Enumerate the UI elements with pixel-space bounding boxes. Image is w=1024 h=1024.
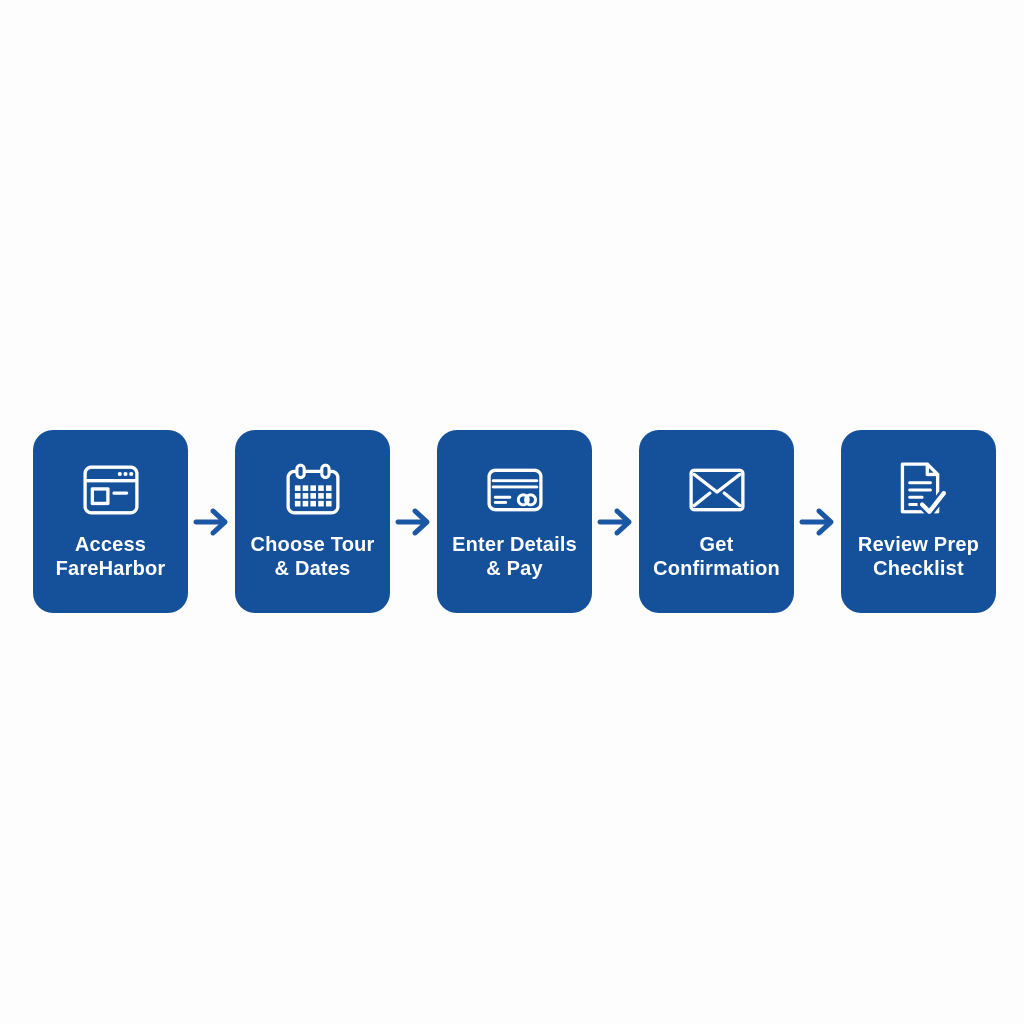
- flow-step: Enter Details & Pay: [437, 430, 592, 613]
- browser-window-icon: [82, 462, 140, 518]
- flow-step-label-line2: Checklist: [873, 558, 964, 580]
- envelope-icon: [688, 462, 746, 518]
- flow-step-label-line1: Access: [74, 534, 147, 556]
- flow-step-label: Review Prep Checklist: [858, 533, 979, 581]
- flow-step-label-line2: & Pay: [486, 558, 543, 580]
- flow-step-label-line2: & Dates: [274, 558, 351, 580]
- flow-step: Review Prep Checklist: [841, 430, 996, 613]
- arrow-right-icon: [794, 430, 841, 613]
- flow-step: Access FareHarbor: [33, 430, 188, 613]
- flow-row: Access FareHarbor Choose Tour & Date: [33, 430, 996, 613]
- flow-step-label: Choose Tour & Dates: [250, 533, 374, 581]
- arrow-right-icon: [390, 430, 437, 613]
- arrow-right-icon: [188, 430, 235, 613]
- flow-step-label-line1: Enter Details: [452, 534, 577, 556]
- flow-step-label: Access FareHarbor: [56, 533, 166, 581]
- flow-step-label: Get Confirmation: [653, 533, 780, 581]
- flow-step-label-line1: Choose Tour: [250, 534, 375, 556]
- flow-step-label: Enter Details & Pay: [452, 533, 577, 581]
- flow-step: Choose Tour & Dates: [235, 430, 390, 613]
- flow-step-label-line1: Get: [699, 534, 734, 556]
- credit-card-icon: [486, 462, 544, 518]
- flow-step-label-line2: FareHarbor: [55, 558, 166, 580]
- calendar-icon: [284, 462, 342, 518]
- checklist-document-icon: [890, 462, 948, 518]
- arrow-right-icon: [592, 430, 639, 613]
- flow-step-label-line2: Confirmation: [653, 558, 780, 580]
- flow-step: Get Confirmation: [639, 430, 794, 613]
- flow-step-label-line1: Review Prep: [857, 534, 980, 556]
